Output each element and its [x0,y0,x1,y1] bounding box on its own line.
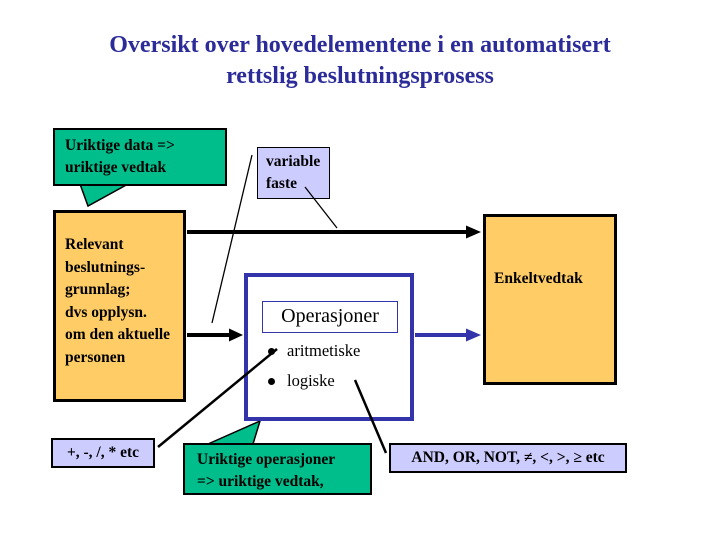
faste-label: faste [266,175,297,192]
box-decision-basis: Relevant beslutnings- grunnlag; dvs oppl… [53,210,186,402]
logical-operators-label: AND, OR, NOT, ≠, <, >, ≥ etc [411,449,605,466]
decision-basis-line: grunnlag; [65,281,131,298]
callout-wrong-data: Uriktige data => uriktige vedtak [53,128,227,186]
box-operations: Operasjoner aritmetiske logiske [244,273,414,421]
box-arithmetic-operators: +, -, /, * etc [51,438,155,468]
operations-bullet-item: aritmetiske [268,339,360,363]
page-title-line1: Oversikt over hovedelementene i en autom… [109,32,611,58]
page-title: Oversikt over hovedelementene i en autom… [0,30,720,92]
callout-wrong-data-line2: uriktige vedtak [65,159,167,176]
callout-wrong-operations-line2: => uriktige vedtak, [197,473,324,490]
callout-wrong-operations: Uriktige operasjoner => uriktige vedtak, [183,443,372,495]
operations-bullet-label: logiske [287,371,335,390]
operations-bullet-item: logiske [268,369,335,393]
arithmetic-operators-label: +, -, /, * etc [66,444,140,461]
bullet-icon [268,347,275,355]
decision-basis-line: beslutnings- [65,258,146,276]
box-variable-faste: variable faste [257,147,330,199]
operations-title: Operasjoner [262,301,398,333]
decision-basis-line: Relevant [65,236,124,253]
single-decision-label: Enkeltvedtak [494,270,583,287]
decision-basis-line: om den aktuelle [65,326,171,343]
decision-basis-line: dvs opplysn. [65,303,147,321]
callout-wrong-operations-line1: Uriktige operasjoner [197,451,336,468]
decision-basis-line: personen [65,348,126,366]
box-single-decision: Enkeltvedtak [483,214,617,385]
callout-wrong-data-line1: Uriktige data => [65,137,175,154]
variable-label: variable [266,153,321,170]
bullet-icon [268,377,275,385]
page-title-line2: rettslig beslutningsprosess [226,63,494,89]
box-logical-operators: AND, OR, NOT, ≠, <, >, ≥ etc [389,443,627,473]
operations-bullet-label: aritmetiske [287,341,361,360]
